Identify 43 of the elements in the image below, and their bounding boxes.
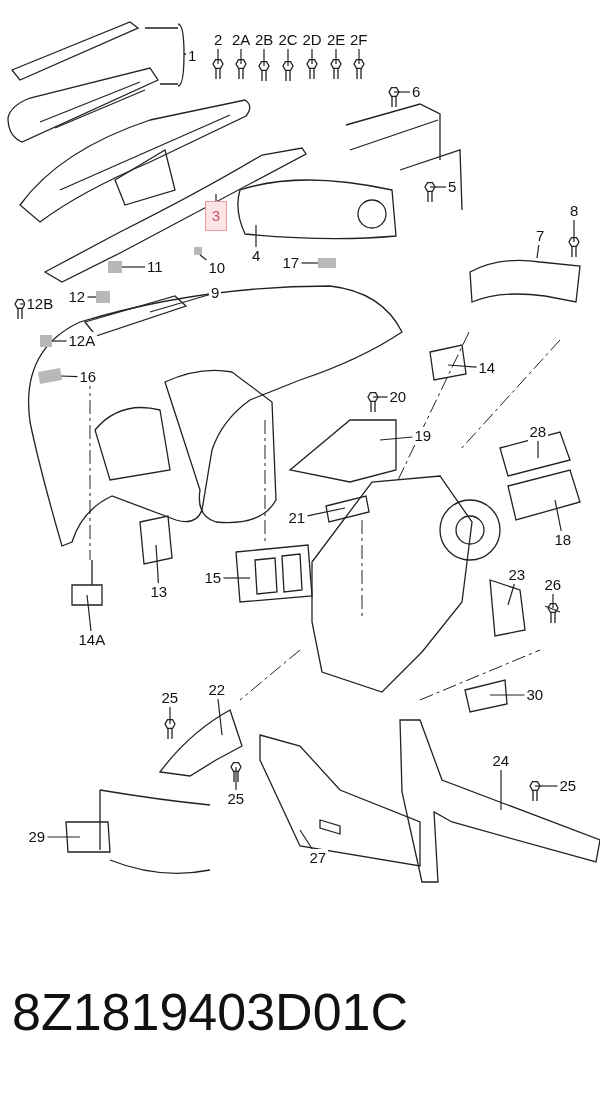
callout-number: 19 — [412, 427, 434, 445]
callout-number: 3 — [205, 201, 227, 231]
leader-line — [534, 785, 559, 787]
leader-line — [311, 48, 313, 65]
leader-line — [306, 507, 346, 517]
leader-line — [358, 48, 360, 65]
leader-line — [552, 593, 554, 609]
leader-line — [217, 698, 223, 736]
leader-line — [536, 244, 540, 259]
leader-line — [554, 499, 562, 532]
leader-line — [335, 48, 337, 65]
leader-line — [393, 91, 411, 93]
leader-line — [149, 294, 210, 313]
leader-line — [489, 694, 526, 696]
leader-line — [19, 303, 26, 305]
leader-line — [46, 836, 81, 838]
leader-line — [169, 706, 171, 725]
leader-line — [235, 766, 237, 791]
leader-line — [263, 48, 265, 67]
leader-line — [372, 396, 389, 398]
leader-line — [537, 440, 539, 459]
leader-line — [287, 48, 289, 67]
leader-line — [573, 219, 575, 243]
leader-line — [379, 436, 414, 441]
leader-line — [215, 193, 217, 202]
leader-line — [51, 340, 68, 342]
leader-line — [86, 594, 92, 632]
leader-line — [255, 224, 257, 248]
leader-line — [86, 296, 97, 298]
leader-line — [507, 583, 515, 606]
leader-line — [429, 186, 447, 188]
leader-line — [121, 266, 146, 268]
leader-line — [60, 375, 79, 378]
leader-line — [447, 364, 478, 368]
leader-line — [217, 48, 219, 65]
leader-line — [500, 769, 502, 811]
leader-line — [222, 577, 251, 579]
leader-line — [199, 254, 208, 261]
leader-line — [240, 48, 242, 65]
leader-line — [300, 262, 319, 264]
leader-line — [155, 544, 160, 584]
part-number: 8Z1819403D01C — [12, 982, 409, 1043]
leader-line — [299, 829, 313, 850]
